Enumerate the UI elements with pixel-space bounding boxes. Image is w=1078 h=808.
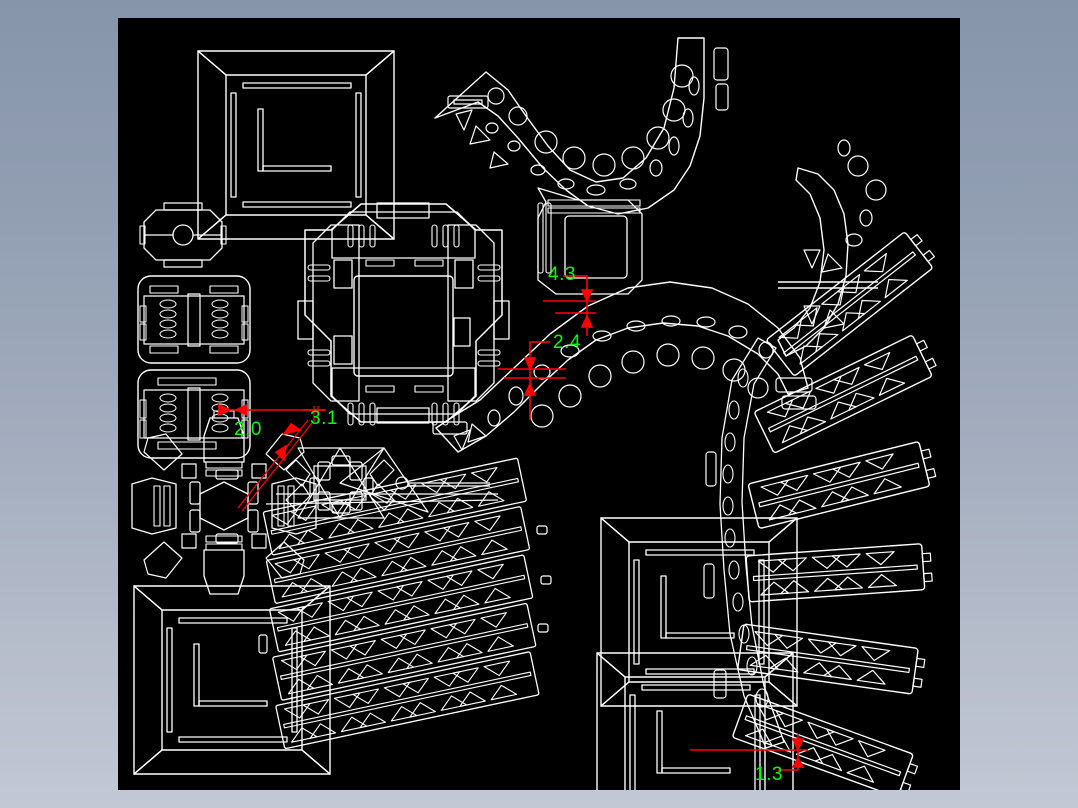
dimension-label-4-3: 4.3 [548, 264, 576, 285]
part-central-chassis[interactable] [297, 202, 510, 426]
dimension-4-3[interactable] [543, 275, 596, 336]
dimension-label-3-1: 3.1 [310, 408, 338, 429]
part-frame-top-left[interactable] [197, 50, 395, 240]
part-module-small-top[interactable] [139, 202, 227, 268]
part-frame-bottom-right-upper[interactable] [600, 517, 798, 707]
dimension-2-0[interactable] [237, 406, 319, 512]
dimension-1-3[interactable] [690, 734, 808, 771]
dimension-label-1-3: 1.3 [755, 764, 783, 785]
part-triangle-node[interactable] [285, 447, 490, 519]
cad-geometry: 4.3 2.4 3.1 2.0 1.3 [131, 37, 941, 790]
dimension-2-4[interactable] [498, 341, 566, 420]
drawing-canvas[interactable]: 4.3 2.4 3.1 2.0 1.3 [118, 18, 960, 790]
dimension-label-2-0: 2.0 [234, 419, 262, 440]
part-rotor-hub[interactable] [131, 410, 317, 595]
part-module-panel-lower[interactable] [137, 369, 251, 459]
part-spider-arm-upper[interactable] [434, 37, 729, 295]
part-truss-arc-right[interactable] [703, 226, 941, 790]
part-module-panel-upper[interactable] [137, 275, 251, 364]
dimension-label-2-4: 2.4 [553, 332, 581, 353]
dimension-3-1[interactable] [218, 403, 326, 417]
part-truss-wing-stack[interactable] [236, 457, 567, 750]
part-spider-arm-lower[interactable] [432, 139, 887, 453]
